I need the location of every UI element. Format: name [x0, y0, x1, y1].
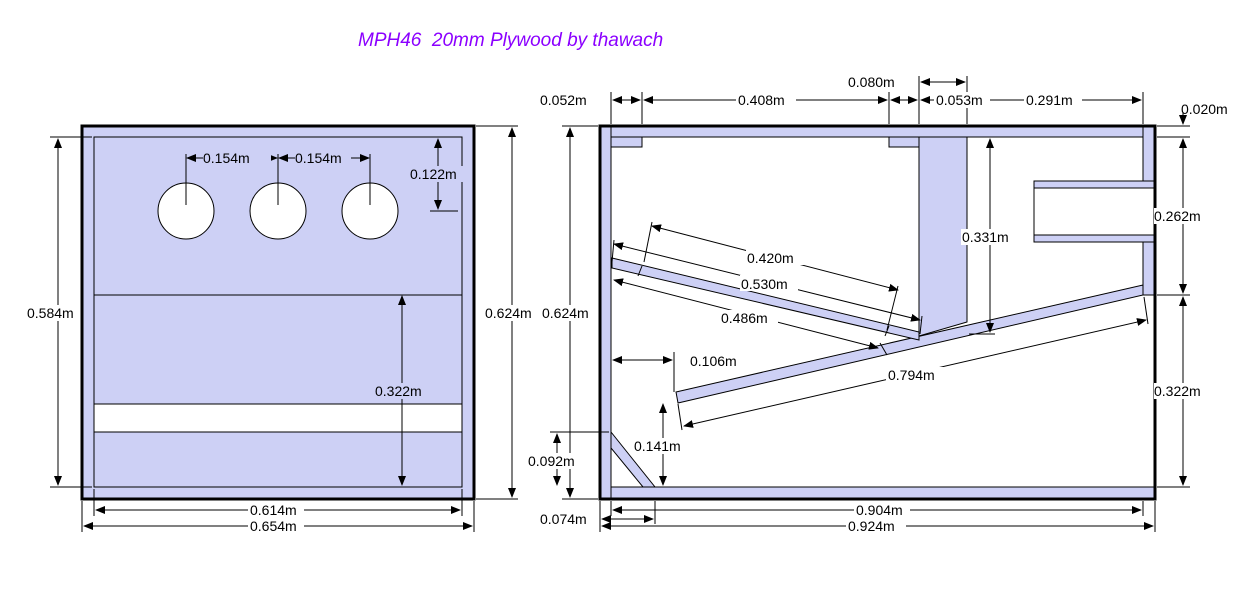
dim-port-height: 0.262m	[1154, 208, 1201, 224]
dim-small-block: 0.080m	[848, 74, 895, 90]
dim-front-port-height: 0.322m	[375, 383, 422, 399]
dim-top-right-span: 0.291m	[1026, 92, 1073, 108]
dim-front-inner-height: 0.584m	[27, 305, 74, 321]
dim-upper-chamber-height: 0.331m	[962, 229, 1009, 245]
dim-side-outer-height: 0.624m	[542, 305, 589, 321]
front-port-slot	[93, 403, 463, 433]
dim-baffle-c: 0.486m	[721, 310, 768, 326]
diagram-title: MPH46 20mm Plywood by thawach	[358, 30, 664, 51]
dim-left-offset: 0.106m	[690, 353, 737, 369]
dim-top-left-block: 0.052m	[540, 92, 587, 108]
dim-side-outer-depth: 0.924m	[848, 518, 895, 534]
dim-baffle-rise: 0.141m	[634, 438, 681, 454]
side-view: 0.052m 0.408m 0.080m 0.053m 0.291m 0.020…	[527, 74, 1228, 534]
dim-driver-spacing-2: 0.154m	[295, 150, 342, 166]
dim-side-inner-depth: 0.904m	[856, 502, 903, 518]
dim-gap: 0.053m	[936, 92, 983, 108]
dim-lower-right-height: 0.322m	[1154, 383, 1201, 399]
dim-corner-brace-width: 0.074m	[540, 511, 587, 527]
dim-front-inner-width: 0.614m	[250, 502, 297, 518]
dim-panel-thickness: 0.020m	[1181, 101, 1228, 117]
dim-front-outer-width: 0.654m	[250, 518, 297, 534]
dim-front-outer-height: 0.624m	[485, 305, 532, 321]
dim-baffle-a: 0.420m	[747, 250, 794, 266]
dim-driver-spacing-1: 0.154m	[203, 150, 250, 166]
dim-top-span: 0.408m	[738, 92, 785, 108]
dim-long-baffle: 0.794m	[888, 367, 935, 383]
front-view: 0.154m 0.154m 0.122m 0.322m 0.584m 0.624…	[26, 124, 540, 534]
dim-corner-brace-height: 0.092m	[528, 453, 575, 469]
dim-driver-top-offset: 0.122m	[410, 166, 457, 182]
dim-baffle-b: 0.530m	[741, 276, 788, 292]
